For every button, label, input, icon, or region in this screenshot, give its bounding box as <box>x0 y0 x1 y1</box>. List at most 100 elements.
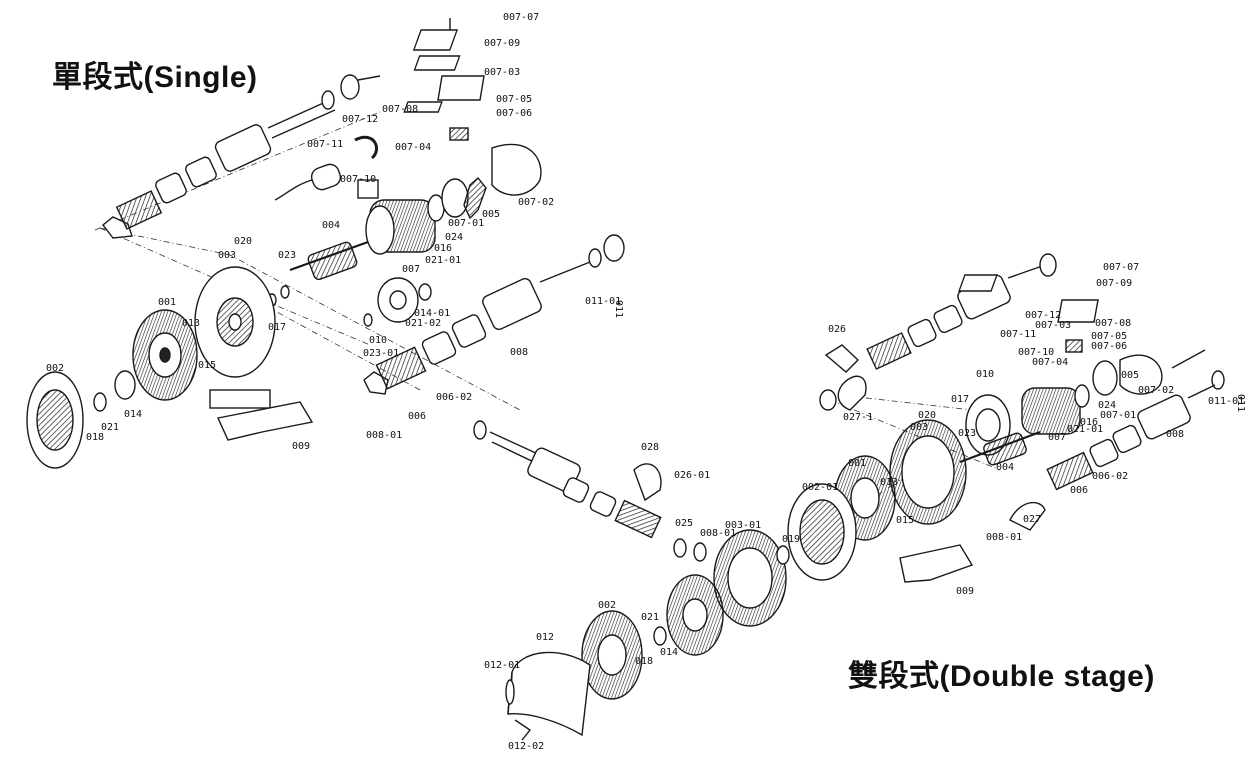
single-callout-5: 007-08 <box>382 104 418 115</box>
double-callout-47: 012 <box>536 632 554 643</box>
double-callout-25: 003 <box>910 422 928 433</box>
single-stage-parts <box>26 18 625 469</box>
double-callout-34: 027 <box>1023 514 1041 525</box>
double-callout-42: 019 <box>782 534 800 545</box>
double-callout-6: 007-11 <box>1000 329 1036 340</box>
double-callout-39: 025 <box>675 518 693 529</box>
single-callout-3: 007-05 <box>496 94 532 105</box>
double-rotor <box>959 430 1041 466</box>
single-callout-20: 023 <box>278 250 296 261</box>
double-callout-11: 005 <box>1121 370 1139 381</box>
double-callout-22: 010 <box>976 369 994 380</box>
double-housing-003 <box>889 419 967 525</box>
double-terminal-box <box>958 274 1099 353</box>
double-callout-16: 021-01 <box>1067 424 1103 435</box>
terminal-box-assembly <box>403 18 485 141</box>
single-callout-30: 011-01 <box>585 296 621 307</box>
single-stage-callouts: 007-07 007-09 007-03 007-05 007-06 007-08 007-… <box>46 12 624 452</box>
double-muffler-right <box>1009 384 1216 531</box>
double-callout-35: 008-01 <box>986 532 1022 543</box>
single-callout-37: 021 <box>101 422 119 433</box>
single-callout-38: 014 <box>124 409 142 420</box>
double-callout-17: 007 <box>1048 432 1066 443</box>
double-callout-0: 026 <box>828 324 846 335</box>
double-callout-21: 017 <box>951 394 969 405</box>
single-callout-17: 004 <box>322 220 340 231</box>
single-callout-28: 023-01 <box>363 348 399 359</box>
single-callout-4: 007-06 <box>496 108 532 119</box>
single-callout-0: 007-07 <box>503 12 539 23</box>
double-callout-30: 001 <box>848 458 866 469</box>
double-callout-48: 012-01 <box>484 660 520 671</box>
double-impeller-002 <box>581 574 724 700</box>
double-callout-15: 016 <box>1080 417 1098 428</box>
double-callout-37: 028 <box>641 442 659 453</box>
double-callout-19: 011 <box>1235 394 1246 412</box>
single-callout-15: 021-01 <box>425 255 461 266</box>
double-callout-49: 012-02 <box>508 741 544 752</box>
elbow-026 <box>819 344 867 411</box>
inlet-muffler-chain <box>473 420 707 562</box>
single-callout-16: 007 <box>402 264 420 275</box>
single-callout-9: 007-10 <box>340 174 376 185</box>
double-callout-41: 003-01 <box>725 520 761 531</box>
single-callout-22: 001 <box>158 297 176 308</box>
double-callout-32: 006 <box>1070 485 1088 496</box>
double-callout-44: 018 <box>635 656 653 667</box>
double-callout-14: 007-01 <box>1100 410 1136 421</box>
single-callout-33: 006 <box>408 411 426 422</box>
muffler-assembly-lower <box>363 234 625 395</box>
double-callout-26: 027-1 <box>843 412 873 423</box>
motor-housing <box>365 143 542 255</box>
double-callout-40: 008-01 <box>700 528 736 539</box>
double-callout-36: 009 <box>956 586 974 597</box>
double-callout-1: 007-07 <box>1103 262 1139 273</box>
double-callout-46: 002 <box>598 600 616 611</box>
double-housing-002-01 <box>787 483 857 581</box>
single-callout-39: 009 <box>292 441 310 452</box>
double-callout-43: 021 <box>641 612 659 623</box>
double-callout-7: 007-10 <box>1018 347 1054 358</box>
single-callout-7: 007-12 <box>342 114 378 125</box>
end-bell-010 <box>363 277 432 327</box>
single-callout-26: 021-02 <box>405 318 441 329</box>
single-callout-6: 007-04 <box>395 142 431 153</box>
single-callout-25: 010 <box>369 335 387 346</box>
base-plate-009 <box>216 401 314 441</box>
single-callout-2: 007-03 <box>484 67 520 78</box>
double-callout-4: 007-08 <box>1095 318 1131 329</box>
double-motor <box>1021 349 1225 435</box>
double-callout-28: 013 <box>880 477 898 488</box>
capacitor <box>274 135 379 201</box>
double-callout-8: 007-04 <box>1032 357 1068 368</box>
double-callout-20: 008 <box>1166 429 1184 440</box>
double-callout-12: 007-02 <box>1138 385 1174 396</box>
impeller-001 <box>132 309 198 401</box>
single-callout-13: 007-01 <box>448 218 484 229</box>
single-callout-29: 011 <box>613 300 624 318</box>
double-stage-callouts: 026 007-07 007-09 007-03 007-08 007-12 007-11 0… <box>484 262 1246 752</box>
double-callout-10: 007-06 <box>1091 341 1127 352</box>
double-callout-18: 011-01 <box>1208 396 1244 407</box>
single-callout-34: 008-01 <box>366 430 402 441</box>
single-callout-14: 016 <box>434 243 452 254</box>
double-callout-2: 007-09 <box>1096 278 1132 289</box>
single-callout-8: 007-11 <box>307 139 343 150</box>
double-callout-3: 007-03 <box>1035 320 1071 331</box>
single-callout-1: 007-09 <box>484 38 520 49</box>
double-callout-23: 023 <box>958 428 976 439</box>
single-callout-19: 003 <box>218 250 236 261</box>
double-muffler-top <box>866 253 1057 370</box>
blower-housing-003 <box>194 266 276 409</box>
guard-012 <box>505 651 591 741</box>
double-callout-45: 014 <box>660 647 678 658</box>
single-callout-23: 013 <box>182 318 200 329</box>
single-callout-12: 024 <box>445 232 463 243</box>
muffler-assembly-top <box>102 74 381 239</box>
double-callout-38: 026-01 <box>674 470 710 481</box>
single-callout-36: 018 <box>86 432 104 443</box>
double-callout-5: 007-12 <box>1025 310 1061 321</box>
double-callout-33: 006-02 <box>1092 471 1128 482</box>
single-callout-18: 020 <box>234 236 252 247</box>
